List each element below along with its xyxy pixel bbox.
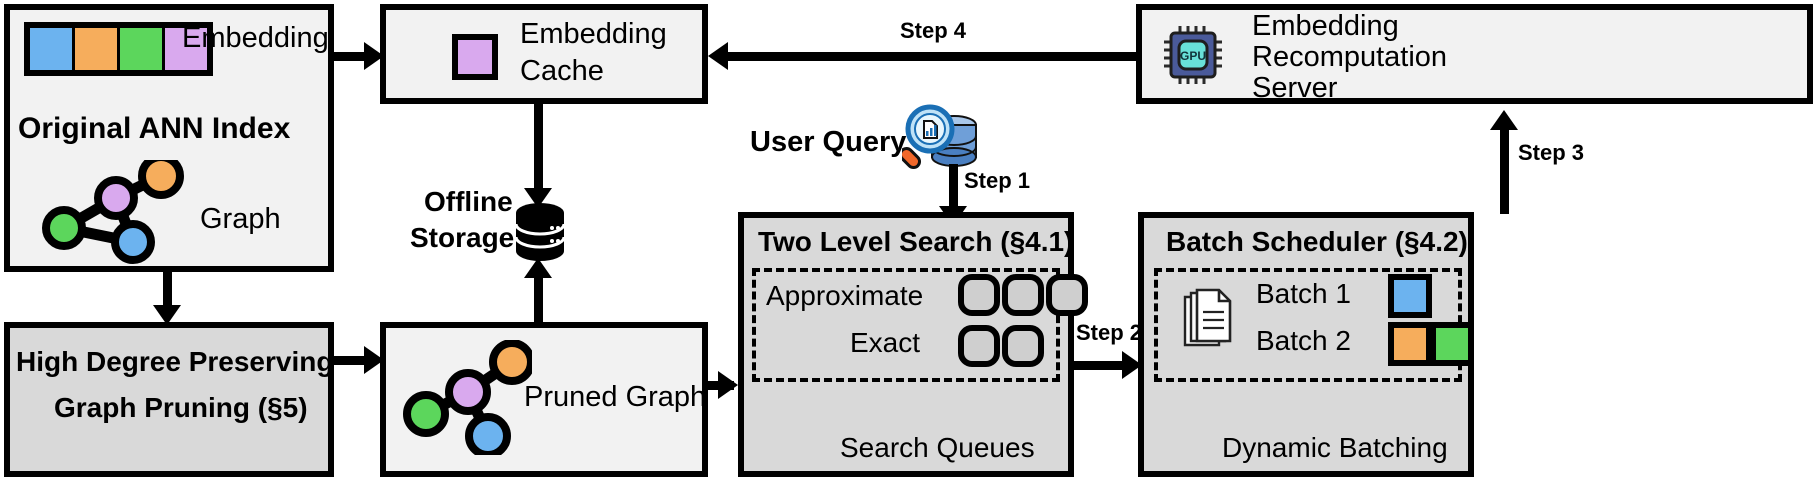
batch-1-cell-blue <box>1388 274 1432 318</box>
offline-storage-line2: Storage <box>410 222 515 253</box>
embedding-cell-blue <box>30 28 75 70</box>
embedding-cell-green <box>120 28 165 70</box>
approximate-slot-2[interactable] <box>1002 274 1044 316</box>
arrow-pruned-to-search-head <box>718 371 738 399</box>
exact-slot-2[interactable] <box>1002 325 1044 367</box>
step1-label: Step 1 <box>964 168 1031 193</box>
graph-pruning-line2: Graph Pruning (§5) <box>54 392 308 423</box>
arrow-step3-head <box>1490 110 1518 130</box>
purple-cell-icon <box>452 34 498 80</box>
graph-label: Graph <box>200 203 281 235</box>
graph-pruning-line1: High Degree Preserving <box>16 346 334 377</box>
batch-2-label: Batch 2 <box>1256 325 1351 356</box>
gpu-icon-text: GPU <box>1180 49 1206 63</box>
step4-label: Step 4 <box>900 18 967 43</box>
database-icon <box>514 203 566 261</box>
arrow-cache-to-storage-head <box>524 188 552 208</box>
search-queues-panel <box>752 268 1060 382</box>
offline-storage-line1: Offline <box>424 186 513 217</box>
exact-slot-1[interactable] <box>958 325 1000 367</box>
embedding-cache-box <box>380 4 708 104</box>
batch-1-label: Batch 1 <box>1256 278 1351 309</box>
embedding-cell-purple <box>165 28 207 70</box>
arrow-ann-to-cache-head <box>364 42 384 70</box>
step2-label: Step 2 <box>1076 320 1143 345</box>
arrow-step1-line <box>949 164 958 212</box>
arrow-step3-line <box>1500 128 1509 214</box>
documents-icon <box>1183 288 1232 347</box>
arrow-step2-line <box>1074 361 1132 370</box>
two-level-search-title: Two Level Search (§4.1) <box>758 226 1074 257</box>
recomputation-server-line3: Server <box>1252 72 1338 104</box>
arrow-pruning-to-pruned-head <box>364 346 384 374</box>
dynamic-batching-footer: Dynamic Batching <box>1222 432 1448 463</box>
arrow-ann-to-cache-line <box>334 52 368 61</box>
arrow-ann-to-pruning-line <box>163 272 172 307</box>
search-database-icon <box>902 104 977 170</box>
recomputation-server-line2: Recomputation <box>1252 41 1448 73</box>
arrow-step2-head <box>1122 351 1142 379</box>
arrow-pruned-to-storage-head <box>524 258 552 278</box>
arrow-pruned-to-storage-line <box>534 272 543 324</box>
embedding-label: Embedding <box>182 22 329 54</box>
batch-2-cell-orange <box>1388 322 1432 366</box>
arrow-cache-to-storage-line <box>534 104 543 194</box>
original-graph-icon <box>42 160 184 264</box>
embedding-cache-line2: Cache <box>520 55 604 87</box>
step3-label: Step 3 <box>1518 140 1585 165</box>
embedding-vector-strip <box>24 22 213 76</box>
pruned-graph-label: Pruned Graph <box>524 381 707 413</box>
recomputation-server-line1: Embedding <box>1252 10 1399 42</box>
arrow-pruning-to-pruned-line <box>334 356 368 365</box>
batch-scheduler-title: Batch Scheduler (§4.2) <box>1166 226 1468 257</box>
gpu-chip-icon: GPU <box>1164 26 1222 84</box>
pruned-graph-icon <box>403 340 532 455</box>
approximate-slot-3[interactable] <box>1046 274 1088 316</box>
embedding-cell-orange <box>75 28 120 70</box>
graph-pruning-box <box>4 322 334 477</box>
exact-label: Exact <box>850 327 921 358</box>
arrow-step4-line <box>728 52 1138 61</box>
original-ann-index-title: Original ANN Index <box>18 112 291 145</box>
recomputation-server-box <box>1136 4 1813 104</box>
arrow-step4-head <box>708 42 728 70</box>
arrow-ann-to-pruning-head <box>153 305 181 325</box>
embedding-cache-line1: Embedding <box>520 18 667 50</box>
user-query-label: User Query <box>750 126 907 158</box>
search-queues-footer: Search Queues <box>840 432 1035 463</box>
batch-2-cell-green <box>1430 322 1474 366</box>
approximate-slot-1[interactable] <box>958 274 1000 316</box>
approximate-label: Approximate <box>766 280 924 311</box>
